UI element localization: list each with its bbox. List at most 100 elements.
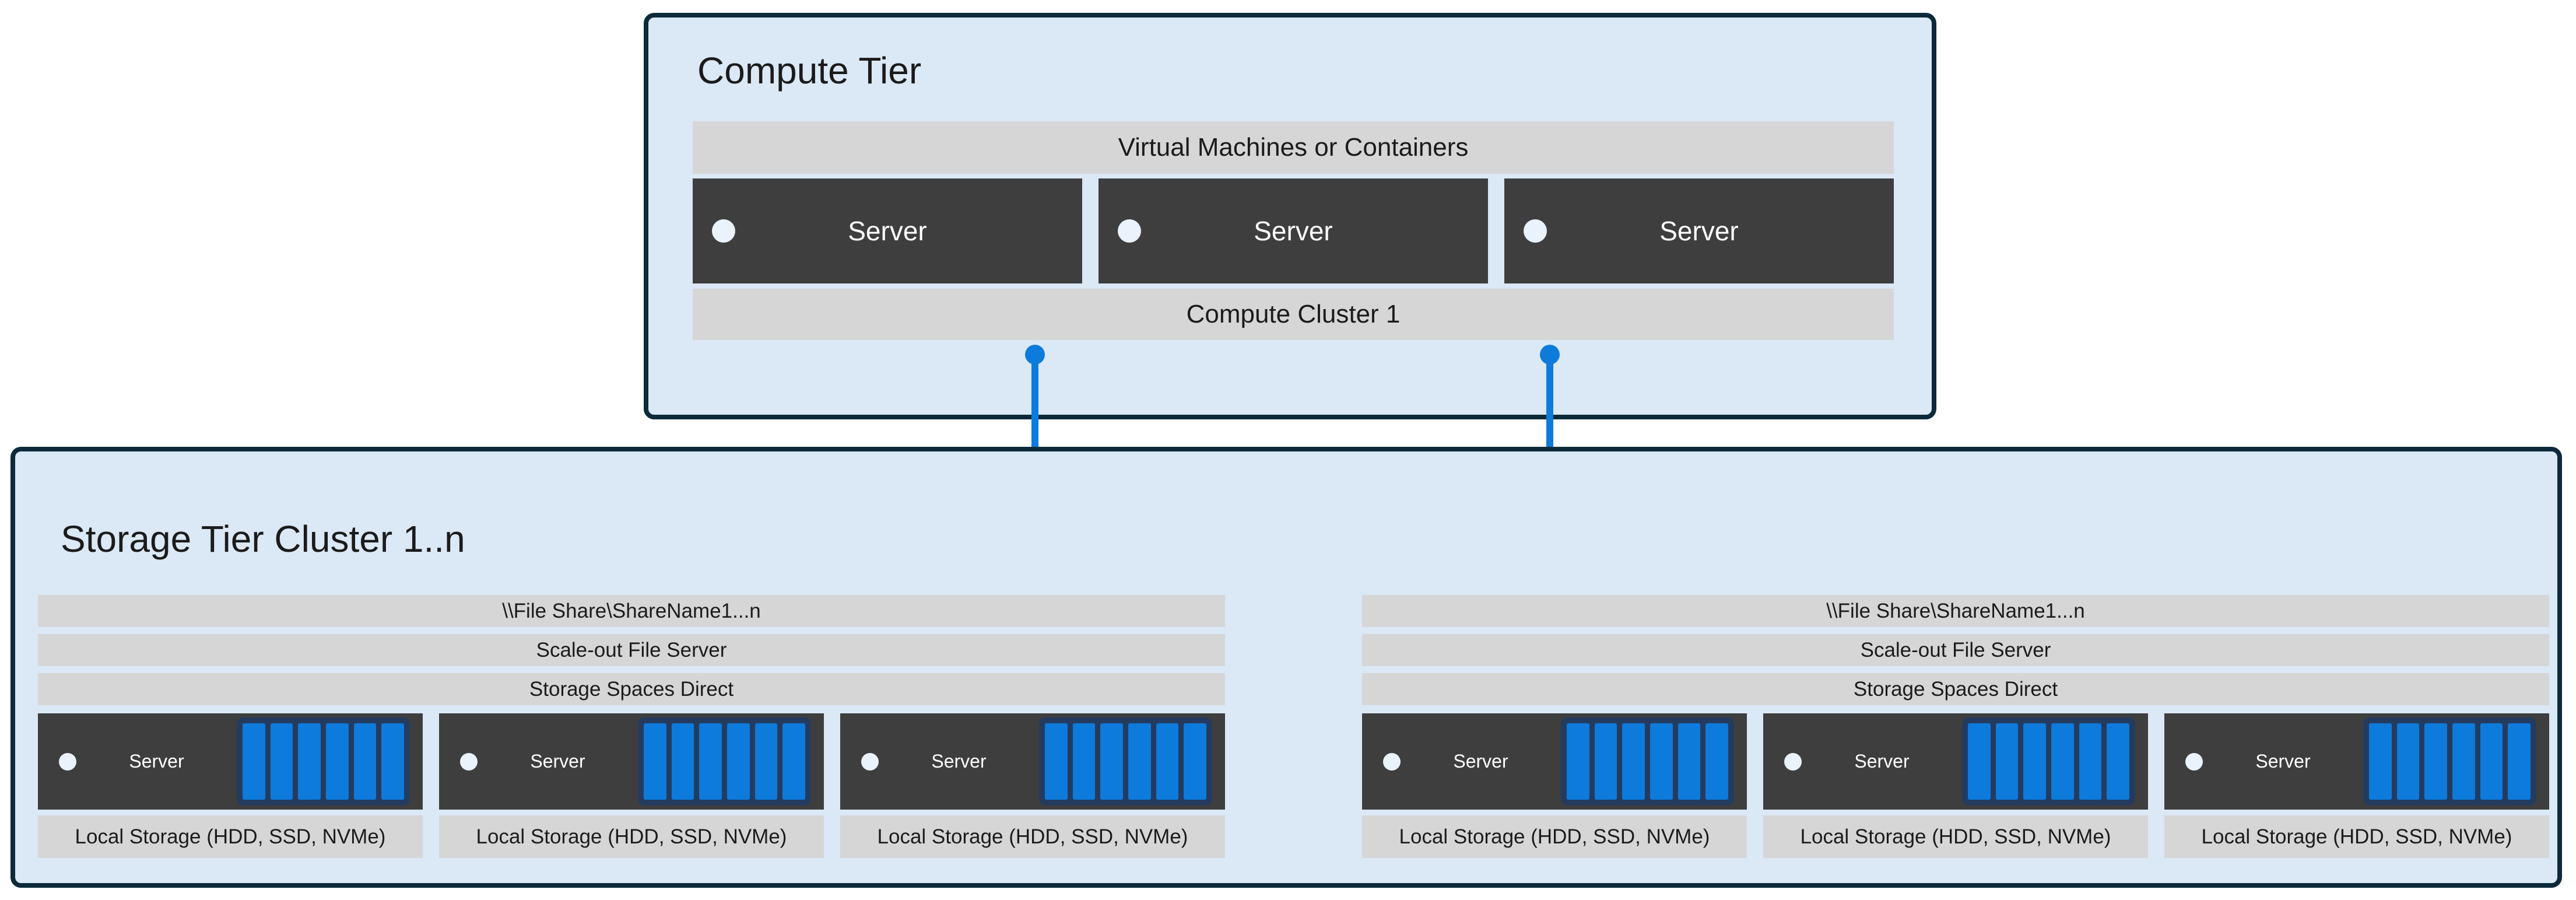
disk-bar (326, 723, 349, 800)
disk-bar (2452, 723, 2475, 800)
server-dot-icon (1118, 219, 1141, 243)
disk-bar (2079, 723, 2102, 800)
storage-unit-1: Server Local Storage (HDD, SSD, NVMe) (38, 713, 423, 858)
connector-line (1031, 351, 1038, 472)
disk-array-icon (638, 717, 811, 806)
disk-bar (754, 723, 778, 800)
disk-bar (353, 723, 377, 800)
storage-server: Server (840, 713, 1225, 810)
server-dot-icon (861, 752, 879, 771)
disk-bar (671, 723, 694, 800)
compute-server-2: Server (1099, 178, 1488, 283)
storage-tier-box: Storage Tier Cluster 1..n \\File Share\S… (10, 447, 2562, 888)
compute-server-3: Server (1504, 178, 1894, 283)
disk-bar (727, 723, 750, 800)
virtual-machines-bar: Virtual Machines or Containers (693, 121, 1894, 174)
server-label: Server (848, 216, 927, 246)
disk-bar (1072, 723, 1096, 800)
disk-bar (2424, 723, 2448, 800)
disk-array-icon (237, 717, 410, 806)
server-label: Server (2255, 751, 2311, 772)
server-dot-icon (1524, 219, 1547, 243)
disk-bar (298, 723, 321, 800)
disk-bar (1650, 723, 1673, 800)
server-label: Server (931, 751, 987, 772)
storage-server: Server (1362, 713, 1747, 810)
storage-spaces-direct-bar: Storage Spaces Direct (38, 673, 1225, 705)
storage-server-row: Server Local Storage (HDD, SSD, NVMe) (1362, 713, 2549, 858)
disk-array-icon (2363, 717, 2536, 806)
storage-cluster-2: \\File Share\ShareName1...n Scale-out Fi… (1362, 595, 2549, 858)
storage-tier-title: Storage Tier Cluster 1..n (61, 518, 465, 560)
disk-bar (1677, 723, 1701, 800)
disk-bar (243, 723, 265, 800)
storage-server: Server (439, 713, 824, 810)
server-label: Server (1854, 751, 1910, 772)
storage-spaces-direct-bar: Storage Spaces Direct (1362, 673, 2549, 705)
server-label: Server (530, 751, 585, 772)
disk-bar (2396, 723, 2420, 800)
compute-server-1: Server (693, 178, 1082, 283)
disk-bar (1128, 723, 1151, 800)
disk-bar (2051, 723, 2074, 800)
server-label: Server (1254, 216, 1333, 246)
storage-unit-2: Server Local Storage (HDD, SSD, NVMe) (1763, 713, 2148, 858)
disk-bar (1567, 723, 1589, 800)
local-storage-bar: Local Storage (HDD, SSD, NVMe) (38, 815, 423, 858)
storage-server-row: Server Local Storage (HDD, SSD, NVMe) (38, 713, 1225, 858)
disk-bar (1968, 723, 1991, 800)
storage-server: Server (2164, 713, 2549, 810)
disk-bar (1705, 723, 1729, 800)
storage-unit-2: Server Local Storage (HDD, SSD, NVMe) (439, 713, 824, 858)
server-label: Server (129, 751, 184, 772)
disk-bar (381, 723, 405, 800)
disk-bar (2369, 723, 2392, 800)
scale-out-file-server-bar: Scale-out File Server (38, 634, 1225, 666)
server-dot-icon (2185, 752, 2203, 771)
server-label: Server (1659, 216, 1739, 246)
connector-dot (1025, 345, 1045, 365)
disk-bar (270, 723, 293, 800)
disk-bar (644, 723, 666, 800)
disk-array-icon (1561, 717, 1734, 806)
scale-out-file-server-bar: Scale-out File Server (1362, 634, 2549, 666)
compute-cluster-bar: Compute Cluster 1 (693, 289, 1894, 340)
server-dot-icon (1784, 752, 1802, 771)
disk-bar (1045, 723, 1068, 800)
disk-bar (2107, 723, 2130, 800)
server-dot-icon (59, 752, 76, 771)
compute-tier-content: Virtual Machines or Containers Server Se… (693, 121, 1894, 340)
server-dot-icon (712, 219, 735, 243)
disk-bar (1184, 723, 1207, 800)
storage-unit-3: Server Local Storage (HDD, SSD, NVMe) (2164, 713, 2549, 858)
disk-bar (1594, 723, 1617, 800)
local-storage-bar: Local Storage (HDD, SSD, NVMe) (1362, 815, 1747, 858)
disk-bar (782, 723, 806, 800)
disk-bar (699, 723, 722, 800)
disk-bar (1622, 723, 1645, 800)
compute-server-row: Server Server Server (693, 178, 1894, 283)
server-dot-icon (460, 752, 478, 771)
local-storage-bar: Local Storage (HDD, SSD, NVMe) (1763, 815, 2148, 858)
storage-server: Server (1763, 713, 2148, 810)
disk-bar (1156, 723, 1179, 800)
file-share-bar: \\File Share\ShareName1...n (38, 595, 1225, 627)
file-share-bar: \\File Share\ShareName1...n (1362, 595, 2549, 627)
disk-bar (2023, 723, 2047, 800)
storage-unit-3: Server Local Storage (HDD, SSD, NVMe) (840, 713, 1225, 858)
disk-array-icon (1039, 717, 1212, 806)
server-dot-icon (1383, 752, 1401, 771)
disk-bar (2480, 723, 2503, 800)
disk-bar (2508, 723, 2531, 800)
server-label: Server (1453, 751, 1508, 772)
storage-cluster-1: \\File Share\ShareName1...n Scale-out Fi… (38, 595, 1225, 858)
local-storage-bar: Local Storage (HDD, SSD, NVMe) (439, 815, 824, 858)
compute-tier-title: Compute Tier (697, 50, 922, 92)
disk-array-icon (1962, 717, 2135, 806)
disk-bar (1995, 723, 2019, 800)
local-storage-bar: Local Storage (HDD, SSD, NVMe) (840, 815, 1225, 858)
disk-bar (1100, 723, 1124, 800)
connector-dot (1540, 345, 1560, 365)
local-storage-bar: Local Storage (HDD, SSD, NVMe) (2164, 815, 2549, 858)
